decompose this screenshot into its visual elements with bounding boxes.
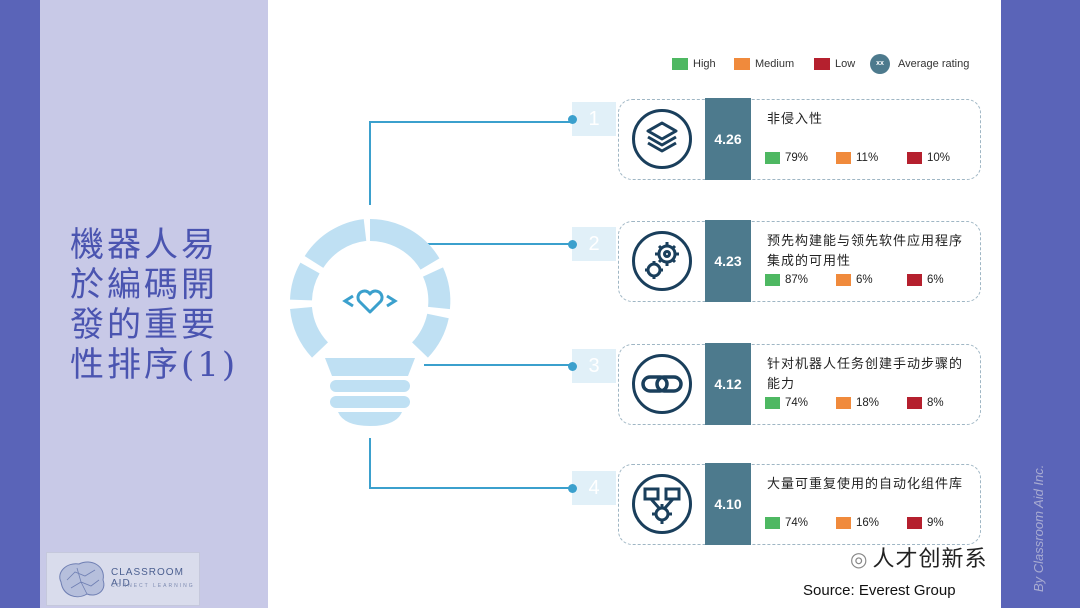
item-4-card: 4.10 大量可重复使用的自动化组件库 74% 16% 9% [618, 463, 981, 545]
high-swatch [765, 397, 780, 409]
item-2-number: 2 [588, 233, 600, 255]
item-3-card: 4.12 针对机器人任务创建手动步骤的能力 74% 18% 8% [618, 343, 981, 425]
component-library-icon [632, 474, 692, 534]
item-4-number: 4 [588, 477, 600, 499]
legend-low: Low [814, 58, 856, 71]
low-swatch [907, 517, 922, 529]
chat-bubble-icon: ◎ [850, 547, 869, 571]
medium-swatch [734, 58, 750, 71]
item-4-score: 4.10 [705, 463, 751, 545]
item-3-low: 8% [907, 397, 944, 409]
item-2-low-value: 6% [927, 274, 944, 287]
light-bulb-icon [290, 219, 451, 426]
item-1-high-value: 79% [785, 152, 809, 165]
item-3-medium: 18% [836, 397, 879, 409]
item-3-number: 3 [588, 355, 600, 377]
item-2-high: 87% [765, 274, 808, 286]
item-3-high: 74% [765, 397, 808, 409]
item-4-high-value: 74% [785, 517, 809, 530]
item-1-high: 79% [765, 152, 808, 164]
item-3-low-value: 8% [927, 397, 944, 410]
high-swatch [765, 517, 780, 529]
connector-dot [568, 115, 577, 124]
legend-low-label: Low [835, 58, 856, 70]
item-1-title: 非侵入性 [767, 112, 824, 127]
item-3-score: 4.12 [705, 343, 751, 425]
layers-icon [632, 109, 692, 169]
low-swatch [907, 152, 922, 164]
high-swatch [765, 152, 780, 164]
item-2-score: 4.23 [705, 220, 751, 302]
legend-medium: Medium [734, 58, 795, 71]
legend-high: High [672, 58, 716, 71]
item-3-title: 针对机器人任务创建手动步骤的能力 [767, 357, 964, 392]
watermark-text: 人才创新系 [872, 547, 988, 572]
logo-tagline: CONNECT LEARNING [111, 583, 195, 589]
legend-high-label: High [693, 58, 716, 70]
item-3-number-tab: 3 [568, 349, 616, 383]
source-credit: Source: Everest Group [803, 582, 956, 599]
item-2-title: 预先构建能与领先软件应用程序集成的可用性 [767, 234, 964, 269]
right-accent-band [1001, 0, 1080, 608]
item-4-high: 74% [765, 517, 808, 529]
low-swatch [907, 397, 922, 409]
classroom-aid-logo: CLASSROOM AID CONNECT LEARNING [46, 552, 200, 606]
item-1-medium: 11% [836, 152, 878, 164]
gears-icon [632, 231, 692, 291]
vertical-credit: By Classroom Aid Inc. [1031, 464, 1046, 592]
low-swatch [814, 58, 830, 71]
connector-dot [568, 362, 577, 371]
item-1-score: 4.26 [705, 98, 751, 180]
item-2-low: 6% [907, 274, 944, 286]
item-1-number-tab: 1 [568, 102, 616, 136]
logo-name: CLASSROOM AID [111, 567, 184, 589]
item-1-medium-value: 11% [856, 152, 879, 165]
item-3-high-value: 74% [785, 397, 809, 410]
item-2-number-tab: 2 [568, 227, 616, 261]
left-title-panel [40, 0, 268, 608]
medium-swatch [836, 517, 851, 529]
item-3-medium-value: 18% [856, 397, 880, 410]
legend-average: xx Average rating [870, 54, 969, 74]
connector-dot [568, 240, 577, 249]
item-4-low: 9% [907, 517, 944, 529]
item-2-high-value: 87% [785, 274, 809, 287]
item-1-low-value: 10% [927, 152, 951, 165]
legend-average-label: Average rating [898, 57, 970, 70]
watermark: ◎人才创新系 [850, 541, 987, 573]
average-rating-badge: xx [870, 54, 890, 74]
item-4-medium: 16% [836, 517, 879, 529]
legend-medium-label: Medium [755, 58, 795, 70]
item-4-low-value: 9% [927, 517, 944, 530]
connector-dot [568, 484, 577, 493]
item-2-medium-value: 6% [856, 274, 873, 287]
chain-link-icon [632, 354, 692, 414]
item-2-medium: 6% [836, 274, 873, 286]
item-1-number: 1 [588, 108, 600, 130]
item-1-card: 4.26 非侵入性 79% 11% 10% [618, 98, 981, 180]
item-4-medium-value: 16% [856, 517, 880, 530]
item-4-number-tab: 4 [568, 471, 616, 505]
high-swatch [765, 274, 780, 286]
item-4-title: 大量可重复使用的自动化组件库 [767, 477, 964, 492]
brain-icon [59, 561, 105, 598]
left-accent-band [0, 0, 40, 608]
medium-swatch [836, 397, 851, 409]
item-1-low: 10% [907, 152, 950, 164]
medium-swatch [836, 152, 851, 164]
low-swatch [907, 274, 922, 286]
high-swatch [672, 58, 688, 71]
item-2-card: 4.23 预先构建能与领先软件应用程序集成的可用性 87% 6% 6% [618, 220, 981, 302]
medium-swatch [836, 274, 851, 286]
slide-title: 機器人易 於編碼開 發的重要 性排序(1) [70, 225, 239, 385]
